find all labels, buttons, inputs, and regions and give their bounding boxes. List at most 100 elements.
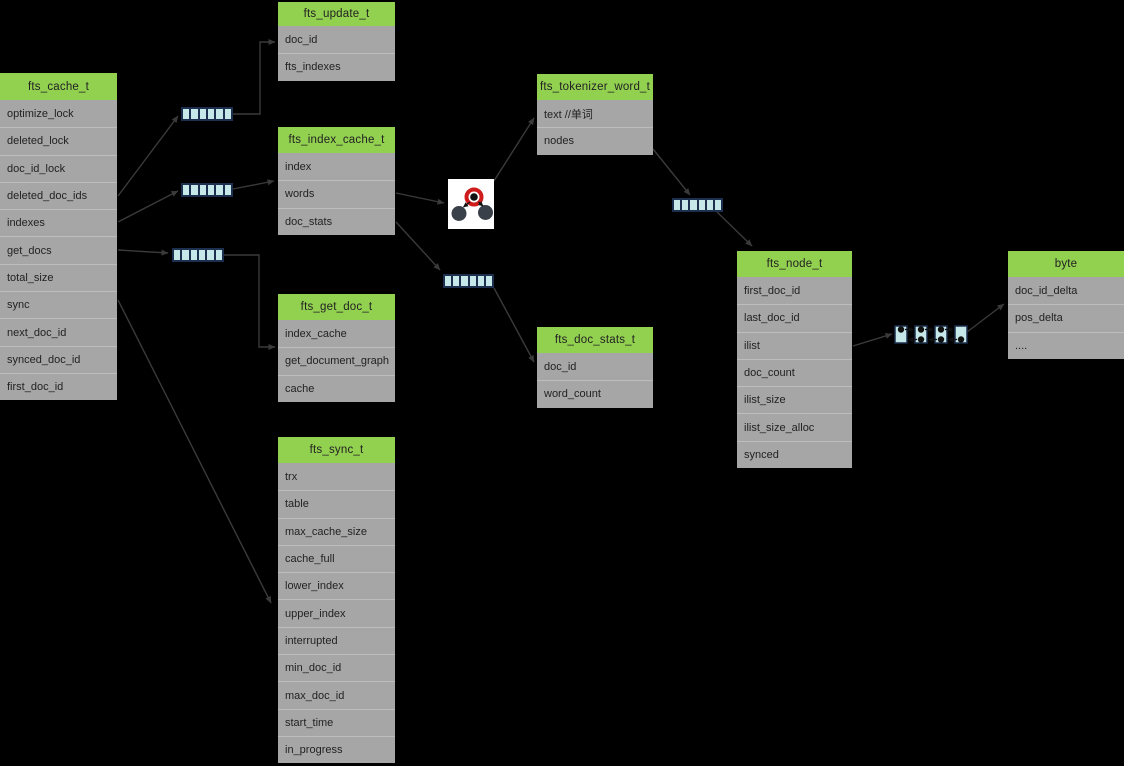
list-pointer-dot xyxy=(897,326,905,333)
struct-field-row: fts_indexes xyxy=(278,53,395,81)
struct-field-row: interrupted xyxy=(278,626,395,655)
struct-field-row: indexes xyxy=(0,209,117,237)
rbtree-icon-background xyxy=(448,179,494,229)
struct-table-title: fts_get_doc_t xyxy=(278,294,395,320)
vector-cell xyxy=(205,109,214,119)
vector-cell xyxy=(688,200,696,210)
struct-table-title: byte xyxy=(1008,251,1124,277)
struct-field-row: first_doc_id xyxy=(737,277,852,305)
deleted-doc-ids-vector-icon xyxy=(181,107,233,121)
doc-stats-vector-icon xyxy=(443,274,494,288)
struct-field-row: sync xyxy=(0,291,117,319)
struct-field-row: ilist_size xyxy=(737,386,852,414)
connector-arrow xyxy=(966,303,1005,333)
vector-cell xyxy=(222,185,231,195)
list-pointer-dot xyxy=(957,336,965,343)
struct-field-row: pos_delta xyxy=(1008,304,1124,332)
struct-field-row: doc_count xyxy=(737,358,852,387)
struct-field-row: optimize_lock xyxy=(0,100,117,128)
struct-field-row: max_cache_size xyxy=(278,517,395,545)
struct-field-row: .... xyxy=(1008,331,1124,359)
vector-cell xyxy=(712,200,721,210)
list-pointer-dot xyxy=(917,326,925,333)
vector-cell xyxy=(680,200,688,210)
struct-field-row: trx xyxy=(278,463,395,491)
struct-field-row: words xyxy=(278,180,395,208)
struct-field-row: start_time xyxy=(278,708,395,736)
vector-cell xyxy=(205,250,213,260)
words-rbtree-icon xyxy=(448,179,494,229)
list-pointer-dot xyxy=(917,336,925,343)
struct-field-row: synced_doc_id xyxy=(0,345,117,373)
connector-arrow xyxy=(233,39,276,115)
struct-table-title: fts_doc_stats_t xyxy=(537,327,653,353)
struct-field-row: ilist_size_alloc xyxy=(737,413,852,441)
struct-field-row: doc_id_delta xyxy=(1008,277,1124,305)
list-node xyxy=(954,325,968,344)
rbtree-left-node xyxy=(451,206,467,221)
struct-field-row: max_doc_id xyxy=(278,681,395,709)
vector-cell xyxy=(189,185,197,195)
struct-field-row: next_doc_id xyxy=(0,318,117,346)
struct-field-row: index_cache xyxy=(278,320,395,348)
get-docs-vector-icon xyxy=(172,248,224,262)
connector-arrow xyxy=(491,117,535,185)
struct-field-row: index xyxy=(278,153,395,181)
struct-field-row: doc_id xyxy=(278,26,395,54)
connector-arrow xyxy=(652,148,691,196)
rbtree-right-edge xyxy=(477,201,484,207)
struct-table-title: fts_node_t xyxy=(737,251,852,277)
struct-field-row: last_doc_id xyxy=(737,304,852,332)
rbtree-root-black-center xyxy=(470,193,478,201)
ilist-linked-list-icon xyxy=(894,325,968,344)
rbtree-right-node xyxy=(478,205,493,220)
indexes-vector-icon xyxy=(181,183,233,197)
vector-cell xyxy=(188,250,197,260)
list-pointer-dot xyxy=(937,336,945,343)
connector-arrow xyxy=(232,179,275,190)
list-pointer-dot xyxy=(937,326,945,333)
vector-cell xyxy=(197,109,206,119)
struct-field-row: synced xyxy=(737,440,852,469)
vector-cell xyxy=(196,250,205,260)
vector-cell xyxy=(475,276,484,286)
struct-table-title: fts_index_cache_t xyxy=(278,127,395,153)
struct-field-row: cache xyxy=(278,374,395,402)
list-node xyxy=(914,325,928,344)
struct-field-row: upper_index xyxy=(278,599,395,627)
vector-cell xyxy=(483,276,492,286)
struct-field-row: doc_id_lock xyxy=(0,154,117,182)
struct-field-row: first_doc_id xyxy=(0,372,117,401)
list-node xyxy=(894,325,908,344)
vector-cell xyxy=(467,276,476,286)
connector-arrow xyxy=(117,299,272,604)
connector-arrow xyxy=(716,211,753,247)
vector-cell xyxy=(213,250,222,260)
vector-cell xyxy=(189,109,197,119)
rbtree-left-edge xyxy=(463,201,471,208)
struct-table-title: fts_cache_t xyxy=(0,73,117,100)
vector-cell xyxy=(459,276,467,286)
nodes-vector-icon xyxy=(672,198,723,212)
connector-arrow xyxy=(493,287,535,363)
connector-arrow xyxy=(117,190,179,223)
struct-field-row: nodes xyxy=(537,127,653,155)
vector-cell xyxy=(180,250,188,260)
struct-field-row: deleted_lock xyxy=(0,127,117,155)
struct-field-row: doc_stats xyxy=(278,207,395,235)
connector-arrow xyxy=(852,333,893,347)
struct-field-row: word_count xyxy=(537,380,653,408)
struct-table-title: fts_sync_t xyxy=(278,437,395,463)
vector-cell xyxy=(214,109,222,119)
struct-table-title: fts_update_t xyxy=(278,2,395,26)
struct-field-row: table xyxy=(278,490,395,518)
struct-table-title: fts_tokenizer_word_t xyxy=(537,74,653,100)
vector-cell xyxy=(704,200,713,210)
struct-field-row: total_size xyxy=(0,263,117,292)
